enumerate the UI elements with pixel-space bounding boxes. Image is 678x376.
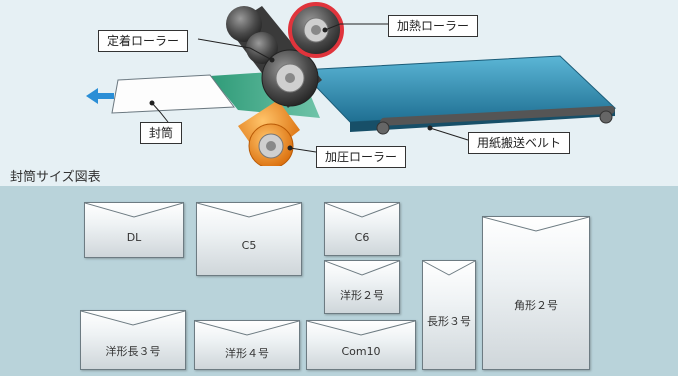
envelope-c6: C6	[324, 202, 400, 256]
leader-dots	[149, 27, 433, 151]
leader-lines	[151, 23, 469, 153]
envelope-com10: Com10	[306, 320, 416, 370]
envelope-yokeinaga3: 洋形長３号	[80, 310, 186, 370]
envelope-yokei4-label: 洋形４号	[225, 347, 269, 360]
envelope-kakugata2-label: 角形２号	[514, 299, 558, 312]
envelope-dl: DL	[84, 202, 184, 258]
envelope-yokei2: 洋形２号	[324, 260, 400, 314]
exit-arrow	[86, 88, 114, 104]
envelope-shape	[111, 74, 235, 114]
envelope-c5-label: C5	[241, 239, 257, 252]
envelope-yokei2-label: 洋形２号	[340, 289, 384, 302]
envelope-com10-label: Com10	[341, 345, 381, 358]
fixing-roller-assembly	[226, 6, 322, 108]
belt-end-roller	[376, 121, 390, 135]
envelope-kakugata2: 角形２号	[482, 216, 590, 370]
fuser-illustration	[86, 2, 617, 169]
heating-roller	[288, 2, 344, 58]
pressure-roller	[238, 100, 300, 169]
size-chart-title: 封筒サイズ図表	[10, 170, 101, 185]
envelope-yokeinaga3-label: 洋形長３号	[105, 345, 161, 358]
pressure-roller-label: 加圧ローラー	[316, 146, 407, 168]
belt-end-roller-right	[599, 110, 613, 124]
envelope-c6-label: C6	[354, 231, 370, 244]
envelope-dl-label: DL	[126, 231, 142, 244]
envelope-nagagata3-label: 長形３号	[427, 315, 471, 328]
fixing-roller-label: 定着ローラー	[98, 30, 189, 52]
paper-belt-label: 用紙搬送ベルト	[468, 132, 571, 154]
size-chart-panel: DL C5 C6 洋形２号 長形３号 角形２号 洋形長３号 洋形４号 Com10	[0, 186, 678, 376]
envelope-nagagata3: 長形３号	[422, 260, 476, 370]
envelope-label: 封筒	[140, 122, 183, 144]
belt-rail	[380, 105, 615, 126]
envelope-yokei4: 洋形４号	[194, 320, 300, 370]
envelope-c5: C5	[196, 202, 302, 276]
heating-roller-label: 加熱ローラー	[388, 15, 479, 37]
